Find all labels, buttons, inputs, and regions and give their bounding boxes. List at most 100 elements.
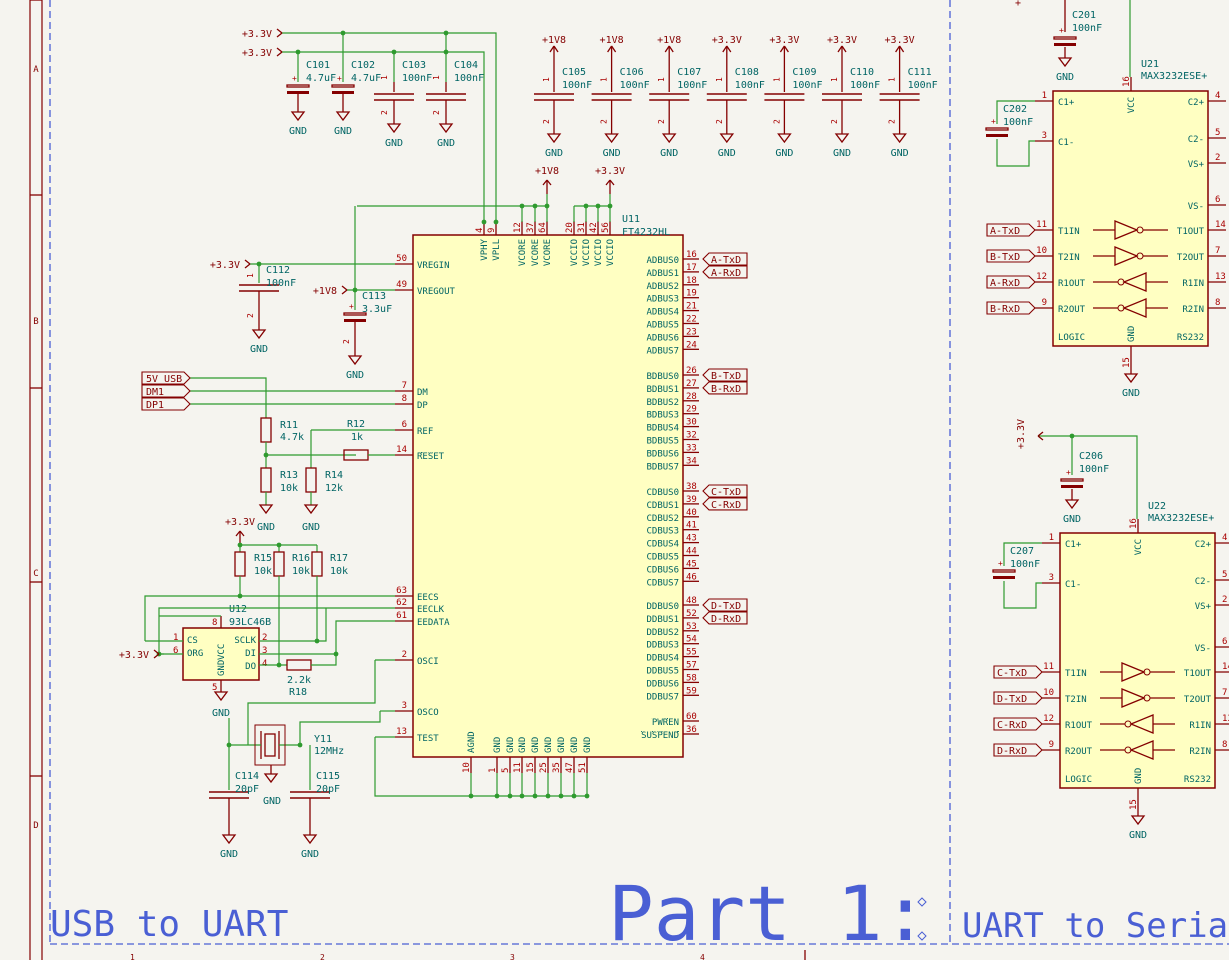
wire	[996, 139, 1035, 167]
pin-number: 3	[402, 701, 407, 711]
gnd-label: GND	[250, 344, 268, 355]
cap-plate	[992, 569, 1016, 573]
gnd-symbol-icon	[719, 133, 735, 144]
res-value: 1k	[351, 432, 363, 443]
cap-ref: C104	[454, 60, 478, 71]
power-arrow-icon	[276, 28, 283, 34]
pin-name: BDBUS5	[646, 437, 679, 447]
pin-number: 12	[513, 222, 523, 233]
resistor-body	[286, 659, 312, 671]
pin-number: 4	[475, 228, 485, 233]
usb-net-label: DM1	[146, 387, 164, 398]
usb-net-flag	[141, 371, 191, 385]
pin-name: EEDATA	[417, 618, 450, 628]
net-flag	[986, 301, 1036, 315]
gnd-label: GND	[289, 126, 307, 137]
power-arrow-icon	[722, 45, 728, 53]
pin-number: 38	[686, 482, 697, 492]
pin-name: C2+	[1195, 540, 1212, 550]
net-flag	[993, 717, 1043, 731]
section-label: RS232	[1184, 775, 1211, 785]
cap-plate	[287, 91, 309, 94]
pin-name: DDBUS2	[646, 628, 679, 638]
pin-name: R1IN	[1189, 721, 1211, 731]
gnd-symbol-icon	[258, 504, 274, 515]
pin-name: T1IN	[1058, 227, 1080, 237]
pin-name: EECLK	[417, 605, 445, 615]
pin-name: VCC	[217, 644, 227, 660]
pin-number: 2	[402, 650, 407, 660]
power-arrow-icon	[549, 45, 555, 53]
res-value: 10k	[330, 566, 348, 577]
junction-dot	[558, 793, 564, 799]
pin-number: 50	[396, 254, 407, 264]
ic-ref: U21	[1141, 59, 1159, 70]
pin-number: 60	[686, 712, 697, 722]
pin-name: T1IN	[1065, 669, 1087, 679]
pin-number: 42	[589, 222, 599, 233]
pin-name: CDBUS1	[646, 501, 679, 511]
power-arrow-icon	[546, 179, 552, 186]
pin-name: OSCO	[417, 708, 439, 718]
pin-number: 2	[342, 339, 351, 344]
pin-name: CS	[187, 636, 198, 646]
ic-part: FT4232HL	[622, 227, 670, 238]
pin-number: 16	[1122, 76, 1132, 87]
pin-name: DDBUS5	[646, 667, 679, 677]
pin-number: 43	[686, 534, 697, 544]
pin-number: 36	[686, 725, 697, 735]
cap-value: 100nF	[850, 80, 880, 91]
usb-net-label: 5V_USB	[146, 374, 182, 385]
pin-number: 52	[686, 609, 697, 619]
gnd-label: GND	[302, 522, 320, 533]
pin-name: DI	[245, 649, 256, 659]
pin-name: VPHY	[480, 238, 490, 260]
gnd-symbol-icon	[834, 133, 850, 144]
pin-number: 2	[715, 119, 724, 124]
pin-number: 14	[1215, 220, 1226, 230]
junction-dot	[297, 742, 303, 748]
net-flag	[702, 252, 748, 266]
pin-name: R2IN	[1189, 747, 1211, 757]
power-arrow-icon	[244, 259, 251, 265]
pin-number: 8	[402, 394, 407, 404]
pin-number: 14	[396, 445, 407, 455]
cap-value: 100nF	[1072, 23, 1102, 34]
frame-column-label: 2	[320, 953, 325, 960]
cap-plate	[993, 576, 1015, 579]
frame-row-label: A	[33, 65, 39, 75]
frame-column-label: 4	[700, 953, 705, 960]
cap-value: 4.7uF	[306, 73, 336, 84]
net-label: B-RxD	[711, 384, 741, 395]
pin-number: 41	[686, 521, 697, 531]
cap-value: 100nF	[620, 80, 650, 91]
power-arrow-icon	[611, 45, 617, 53]
pin-number: 24	[686, 340, 697, 350]
cap-value: 100nF	[562, 80, 592, 91]
gnd-symbol-icon	[290, 111, 306, 122]
pin-number: 2	[432, 110, 441, 115]
cap-value: 100nF	[402, 73, 432, 84]
pin-number: 1	[432, 75, 441, 80]
pin-name: GND	[1134, 768, 1144, 784]
power-arrow-icon	[153, 649, 160, 655]
gnd-symbol-icon	[892, 133, 907, 144]
section-title-left: USB to UART	[50, 904, 288, 945]
pin-name: BDBUS2	[646, 398, 679, 408]
pin-number: 1	[173, 633, 178, 643]
wire-eeclk	[158, 607, 395, 654]
power-arrow-icon	[1037, 435, 1044, 441]
cap-ref: C114	[235, 771, 259, 782]
pin-number: 6	[1215, 195, 1220, 205]
pin-name: SCLK	[234, 636, 256, 646]
pin-number: 2	[246, 313, 255, 318]
pin-number: 15	[1122, 357, 1132, 368]
pin-name: ADBUS7	[646, 346, 679, 356]
pin-name: BDBUS7	[646, 462, 679, 472]
pin-number: 40	[686, 508, 697, 518]
net-label: B-TxD	[990, 252, 1020, 263]
pin-number: 46	[686, 572, 697, 582]
res-ref: R11	[280, 420, 298, 431]
gnd-label: GND	[891, 148, 909, 159]
gnd-label: GND	[257, 522, 275, 533]
